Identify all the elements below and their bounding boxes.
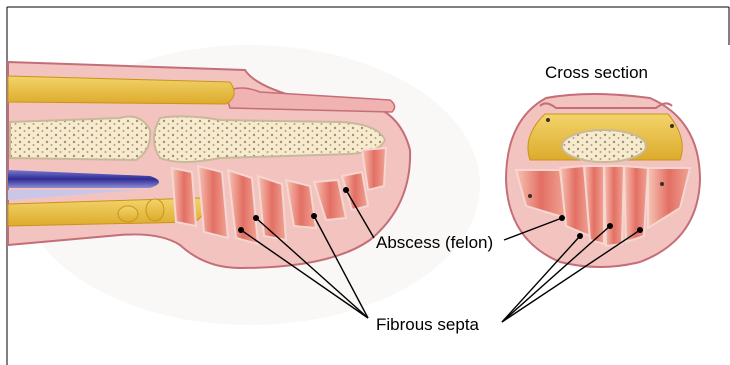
abscess-label: Abscess (felon) <box>376 234 493 251</box>
fibrous-septa-label: Fibrous septa <box>376 316 479 333</box>
bone-cross <box>562 130 646 162</box>
cross-section <box>506 94 700 267</box>
cross-section-title: Cross section <box>545 64 648 81</box>
bone-proximal <box>10 117 150 161</box>
